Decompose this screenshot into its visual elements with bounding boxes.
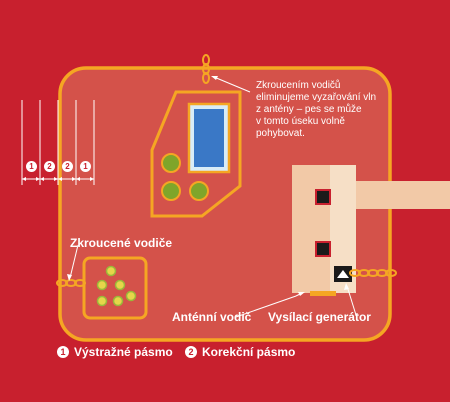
window-glass [194,109,224,167]
transmitter-base [310,291,336,296]
callout-line: v tomto úseku volně [256,116,345,127]
twist-callout-text: Zkroucením vodičů eliminujeme vyzařování… [256,80,406,140]
legend-item-correction-zone: 2 Korekční pásmo [185,345,295,359]
legend-number-badge: 2 [185,346,197,358]
transmitter-label: Vysílací generátor [268,310,371,324]
transmitter-connector-strip [355,181,450,209]
transmitter-box-arrow [337,270,349,278]
twisted-wire-chain-icon [56,54,397,287]
shrub-icon [189,181,209,201]
callout-line: Zkroucením vodičů [256,80,341,91]
legend-text: Výstražné pásmo [74,345,173,359]
callout-line: pohybovat. [256,128,305,139]
callout-line: z antény – pes se může [256,104,362,115]
flower-icons [96,265,137,307]
legend-item-warning-zone: 1 Výstražné pásmo [57,345,173,359]
zone-marker-badge: 2 [44,161,55,172]
shrub-icon [161,181,181,201]
pointer-arrow-icon [67,76,357,318]
shrub-icon [161,153,181,173]
zone-dimension-lines [21,100,95,185]
callout-line: eliminujeme vyzařování vln [256,92,377,103]
transmitter-terminal-bottom [315,241,331,257]
legend-text: Korekční pásmo [202,345,296,359]
antenna-wire-label: Anténní vodič [172,310,252,324]
zone-marker-badge: 2 [62,161,73,172]
zone-marker-badge: 1 [80,161,91,172]
zone-marker-badge: 1 [26,161,37,172]
flowerbed [82,256,148,320]
transmitter-terminal-top [315,189,331,205]
twisted-wires-label: Zkroucené vodiče [70,236,173,250]
legend-number-badge: 1 [57,346,69,358]
